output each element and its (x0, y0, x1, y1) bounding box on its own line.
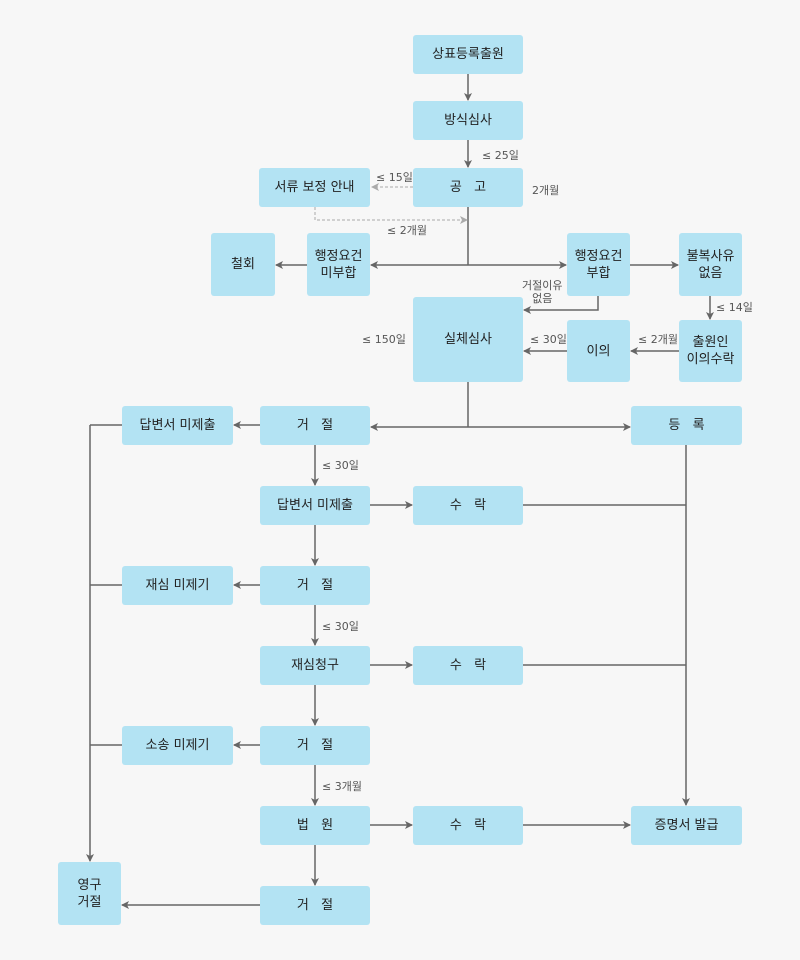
node-accept-2: 수 락 (413, 646, 523, 685)
label-two-months: 2개월 (532, 184, 560, 197)
node-rejection-1: 거 절 (260, 406, 370, 445)
node-no-reexam-filed: 재심 미제기 (122, 566, 233, 605)
node-document-correction: 서류 보정 안내 (259, 168, 370, 207)
node-court: 법 원 (260, 806, 370, 845)
label-le-3-months: ≤ 3개월 (322, 780, 362, 793)
node-no-lawsuit-filed: 소송 미제기 (122, 726, 233, 765)
label-le-2-months-b: ≤ 2개월 (638, 333, 678, 346)
node-certificate-issue: 증명서 발급 (631, 806, 742, 845)
node-publication: 공 고 (413, 168, 523, 207)
node-rejection-3: 거 절 (260, 726, 370, 765)
node-reexam-request: 재심청구 (260, 646, 370, 685)
node-application: 상표등록출원 (413, 35, 523, 74)
label-le-14-days: ≤ 14일 (716, 301, 753, 314)
node-accept-1: 수 락 (413, 486, 523, 525)
label-le-30-days-c: ≤ 30일 (322, 620, 359, 633)
node-admin-met: 행정요건 부합 (567, 233, 630, 296)
label-le-15-days: ≤ 15일 (376, 171, 413, 184)
label-le-150-days: ≤ 150일 (362, 333, 406, 346)
node-no-response-left: 답변서 미제출 (122, 406, 233, 445)
node-no-appeal-reason: 불복사유 없음 (679, 233, 742, 296)
dashed-arrow-correction-back (314, 207, 468, 224)
node-withdrawal: 철회 (211, 233, 275, 296)
node-formality-exam: 방식심사 (413, 101, 523, 140)
node-permanent-rejection: 영구 거절 (58, 862, 121, 925)
label-le-25-days: ≤ 25일 (482, 149, 519, 162)
node-admin-not-met: 행정요건 미부합 (307, 233, 370, 296)
node-registration: 등 록 (631, 406, 742, 445)
node-accept-3: 수 락 (413, 806, 523, 845)
label-le-2-months-a: ≤ 2개월 (387, 224, 427, 237)
node-applicant-accepts-opposition: 출원인 이의수락 (679, 320, 742, 382)
label-le-30-days-a: ≤ 30일 (530, 333, 567, 346)
label-le-30-days-b: ≤ 30일 (322, 459, 359, 472)
arrow-admin-met-to-exam (523, 296, 599, 314)
node-rejection-4: 거 절 (260, 886, 370, 925)
node-opposition: 이의 (567, 320, 630, 382)
node-no-response: 답변서 미제출 (260, 486, 370, 525)
node-rejection-2: 거 절 (260, 566, 370, 605)
node-substantive-exam: 실체심사 (413, 297, 523, 382)
label-no-rejection-reason: 거절이유 없음 (522, 279, 563, 305)
